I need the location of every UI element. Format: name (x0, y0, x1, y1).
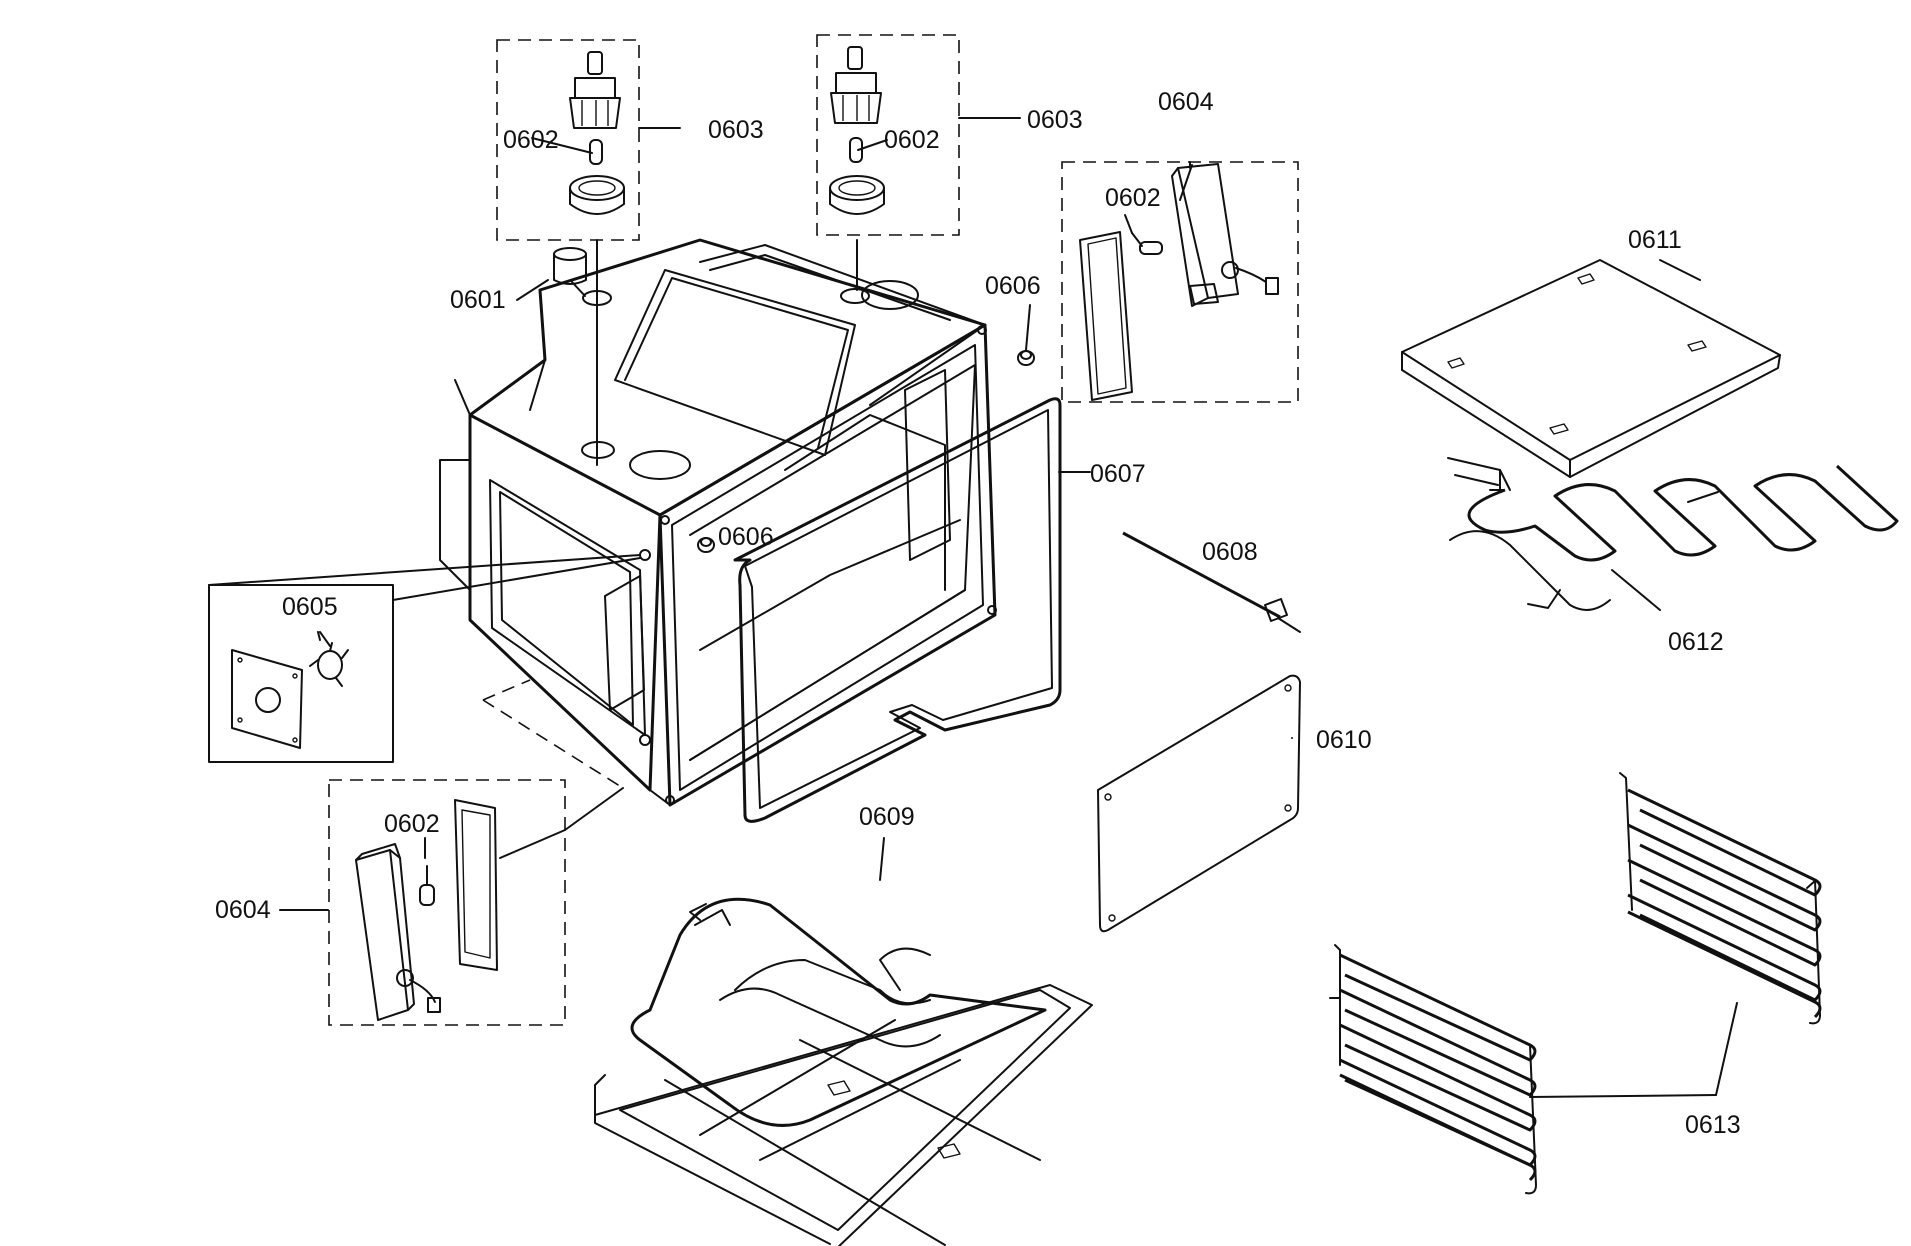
part-0607-door-gasket (733, 397, 1062, 823)
part-0608-temperature-sensor (1122, 531, 1301, 633)
label-0608: 0608 (1202, 538, 1258, 566)
label-0613: 0613 (1685, 1111, 1741, 1139)
part-labels: 0602 0603 0602 0603 0604 0602 0601 0606 … (215, 88, 1741, 1139)
label-0602-center: 0602 (884, 126, 940, 154)
label-0607: 0607 (1090, 460, 1146, 488)
label-0602-top-right: 0602 (1105, 184, 1161, 212)
part-0613-rack-guide-right (1619, 772, 1822, 1096)
label-0612: 0612 (1668, 628, 1724, 656)
label-0606-top: 0606 (985, 272, 1041, 300)
part-0601-fan-housing (553, 247, 587, 297)
label-0603-left: 0603 (708, 116, 764, 144)
oven-cavity (439, 238, 997, 807)
label-0602-bottom: 0602 (384, 810, 440, 838)
label-0602-left: 0602 (503, 126, 559, 154)
lamp-assembly-left (496, 39, 681, 466)
lamp-assembly-center (816, 34, 1021, 291)
label-0610: 0610 (1316, 726, 1372, 754)
side-lamp-assembly-bottom (279, 679, 624, 1026)
label-0606-front: 0606 (718, 523, 774, 551)
part-0613-rack-guide-left (1329, 944, 1717, 1195)
side-lamp-assembly-top (1061, 161, 1299, 403)
part-0611-top-heat-shield (1401, 259, 1781, 478)
part-0605-convection-inset (208, 554, 641, 763)
label-0601: 0601 (450, 286, 506, 314)
label-0609: 0609 (859, 803, 915, 831)
part-0609-bake-element (594, 897, 1093, 1246)
label-0605: 0605 (282, 593, 338, 621)
leader-lines (317, 137, 1701, 881)
label-0611: 0611 (1628, 226, 1682, 254)
part-0606-grommet-front (697, 537, 715, 553)
part-0606-grommet-top (1017, 350, 1035, 366)
label-0604-bottom: 0604 (215, 896, 271, 924)
part-0612-broil-element (1447, 457, 1899, 611)
label-0604-top: 0604 (1158, 88, 1214, 116)
label-0603-center: 0603 (1027, 106, 1083, 134)
part-0610-panel (1097, 674, 1301, 933)
